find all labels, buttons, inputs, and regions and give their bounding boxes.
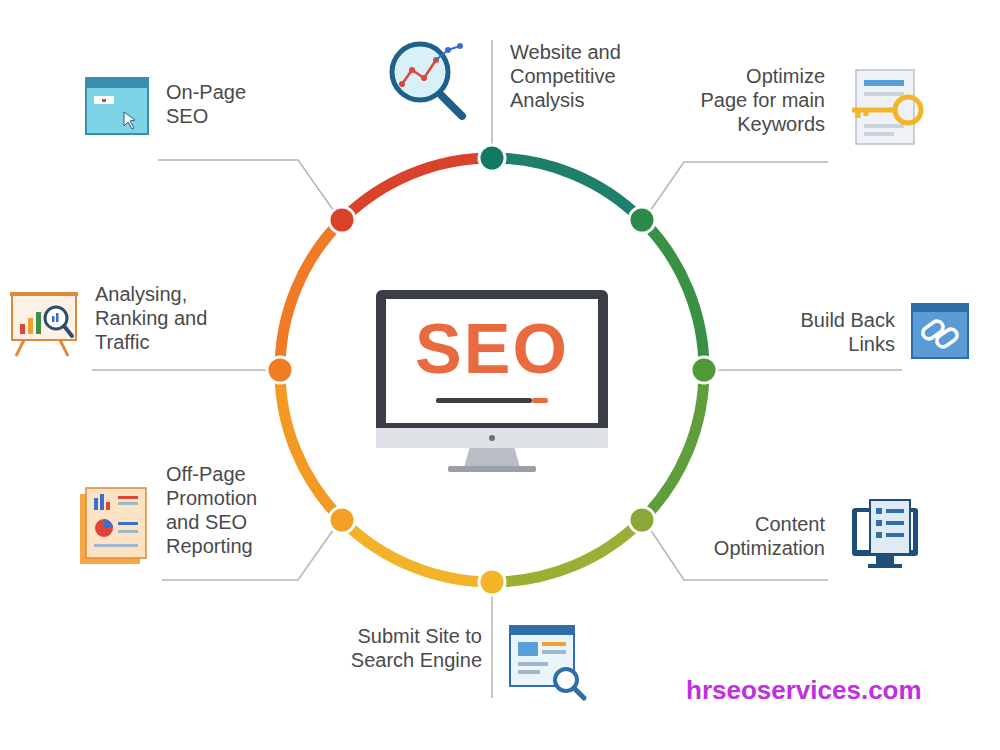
ring-dots: [267, 145, 717, 595]
watermark: hrseoservices.com: [686, 674, 986, 706]
ring: [280, 158, 704, 582]
leader-lines: [92, 40, 902, 698]
keyword-icon: [852, 70, 921, 144]
center-title: SEO: [415, 311, 569, 387]
browser-icon: [86, 78, 148, 134]
step-label: Off-Page Promotion and SEO Reporting: [166, 462, 278, 558]
report-icon: [80, 488, 146, 564]
step-label: Build Back Links: [780, 308, 895, 356]
step-label: On-Page SEO: [166, 80, 286, 128]
chart-icon: [10, 292, 78, 356]
content-icon: [852, 500, 918, 568]
submit-icon: [510, 626, 584, 698]
step-label: Website and Competitive Analysis: [510, 40, 640, 112]
screen-box: SEO: [386, 299, 598, 399]
analysis-icon: [392, 43, 463, 116]
step-label: Submit Site to Search Engine: [322, 624, 482, 672]
step-label: Optimize Page for main Keywords: [697, 64, 825, 136]
step-label: Analysing, Ranking and Traffic: [95, 282, 235, 354]
monitor: [376, 290, 608, 472]
step-label: Content Optimization: [660, 512, 825, 560]
link-icon: [912, 304, 968, 358]
